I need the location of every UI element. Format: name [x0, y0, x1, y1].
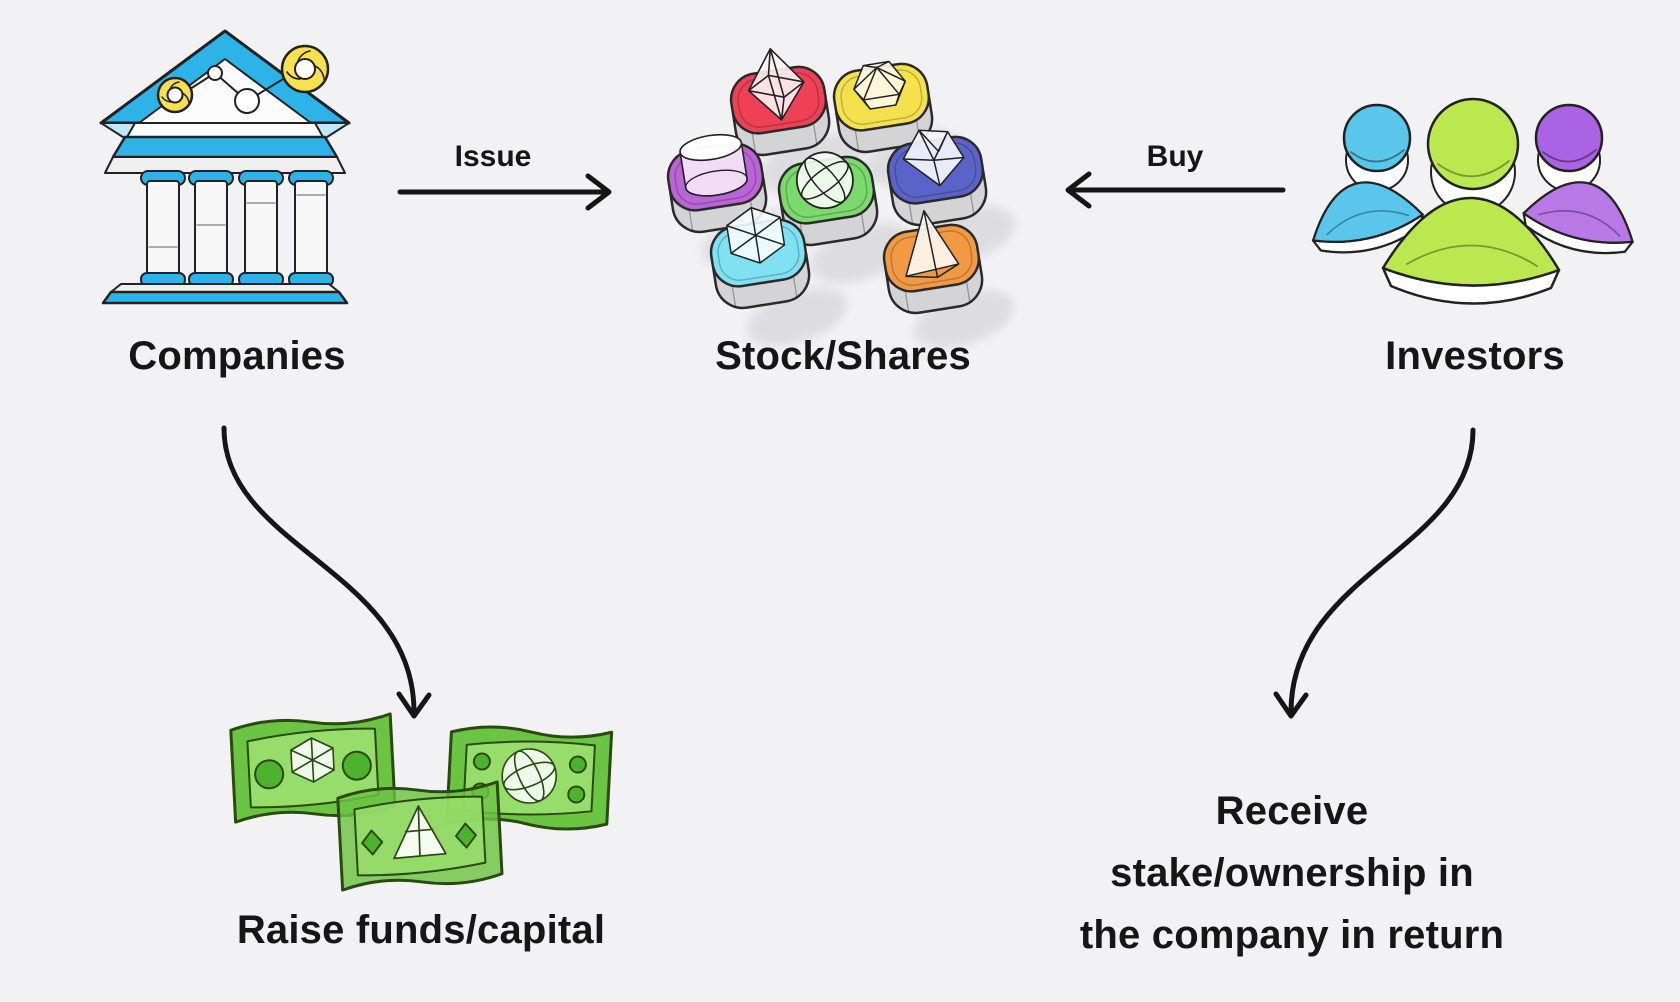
- companies-label: Companies: [128, 334, 346, 378]
- stock-block-blue: [883, 129, 992, 231]
- companies-to-raise-arrow: [221, 425, 432, 719]
- coin-icon: [156, 76, 194, 114]
- stock-block-cyan: [706, 206, 815, 314]
- buy-arrow-label: Buy: [1146, 140, 1204, 173]
- bank-columns: [140, 170, 334, 287]
- issue-arrow-label: Issue: [454, 140, 532, 173]
- bill-triangle: [336, 780, 504, 892]
- person-cyan: [1311, 103, 1424, 254]
- raise-funds-label: Raise funds/capital: [236, 908, 606, 952]
- coin-icon: [280, 44, 330, 94]
- money-bills-icon: [229, 712, 614, 892]
- issue-arrow: [397, 173, 612, 211]
- bank-building-icon: [99, 29, 351, 305]
- person-purple: [1522, 103, 1634, 255]
- stock-block-green: [774, 151, 883, 251]
- investors-to-receive-arrow: [1273, 427, 1476, 719]
- stock-block-yellow: [829, 58, 938, 158]
- stock-blocks-icon: [663, 47, 1016, 348]
- investors-label: Investors: [1385, 334, 1565, 378]
- bank-chart-line: [186, 65, 304, 114]
- stock-shares-label: Stock/Shares: [715, 334, 971, 378]
- stock-block-red: [726, 47, 835, 161]
- stock-block-purple: [663, 133, 772, 238]
- person-lime: [1381, 97, 1561, 305]
- receive-stake-label: Receive stake/ownership in the company i…: [1079, 789, 1505, 957]
- stock-block-orange: [879, 209, 988, 319]
- buy-arrow: [1065, 171, 1286, 209]
- investors-group-icon: [1311, 97, 1634, 305]
